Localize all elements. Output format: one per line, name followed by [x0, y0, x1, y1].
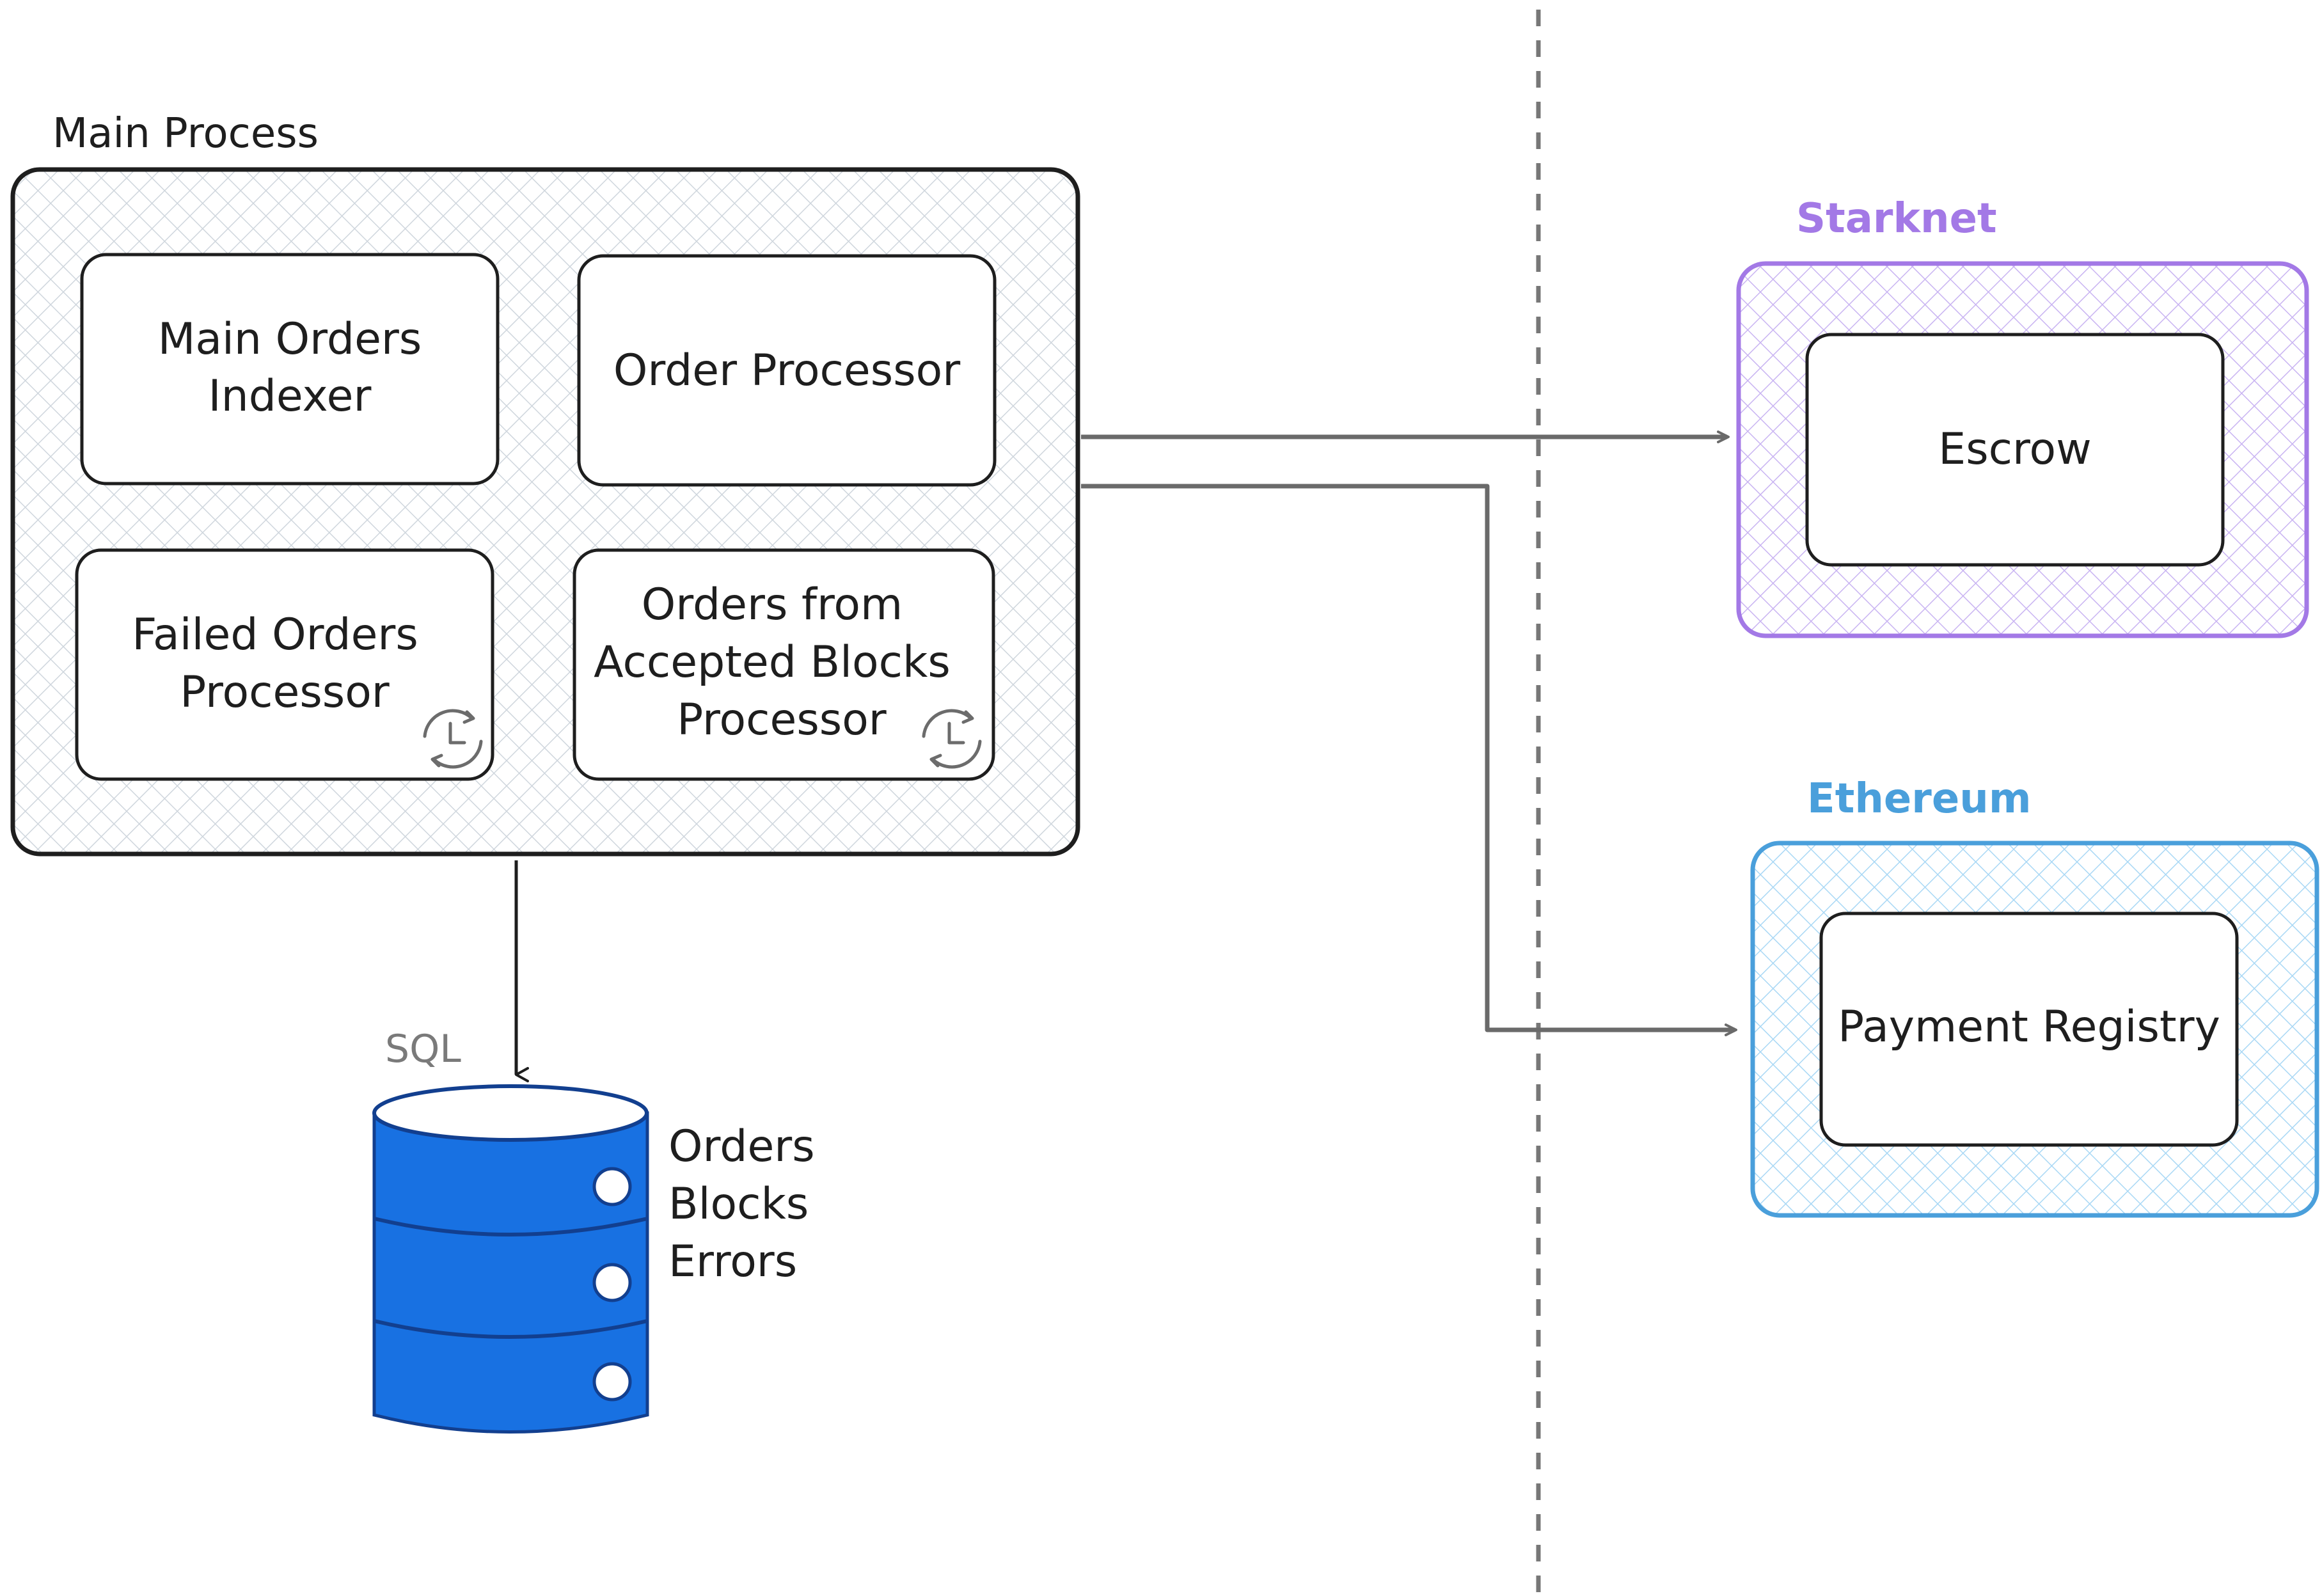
svg-text:Orders from: Orders from [642, 580, 903, 630]
svg-text:Main Orders: Main Orders [158, 314, 422, 365]
clock-refresh-icon [423, 709, 483, 769]
ethereum-title: Ethereum [1807, 775, 2032, 823]
svg-text:Processor: Processor [180, 667, 390, 718]
main-process-title: Main Process [52, 110, 319, 157]
svg-text:Accepted Blocks: Accepted Blocks [594, 637, 951, 688]
database-icon [372, 1084, 649, 1434]
failed-orders-processor-box: Failed Orders Processor [75, 548, 494, 781]
svg-text:Escrow: Escrow [1938, 424, 2091, 475]
db-table-blocks: Blocks [668, 1179, 809, 1229]
arrow-to-payment-registry [1081, 484, 1737, 1036]
db-table-errors: Errors [668, 1237, 797, 1287]
clock-refresh-icon [922, 709, 982, 769]
escrow-box: Escrow [1805, 333, 2225, 567]
svg-text:Indexer: Indexer [209, 371, 372, 422]
svg-text:Payment Registry: Payment Registry [1838, 1002, 2220, 1052]
svg-text:Order Processor: Order Processor [613, 345, 960, 396]
accepted-blocks-processor-box: Orders from Accepted Blocks Processor [573, 548, 995, 781]
starknet-title: Starknet [1796, 195, 1997, 242]
payment-registry-box: Payment Registry [1819, 912, 2239, 1147]
db-table-orders: Orders [668, 1121, 815, 1172]
order-processor-box: Order Processor [577, 254, 997, 487]
svg-text:Processor: Processor [677, 695, 887, 745]
sql-label: SQL [385, 1027, 461, 1071]
main-orders-indexer-box: Main Orders Indexer [80, 253, 500, 486]
svg-text:Failed Orders: Failed Orders [132, 610, 418, 660]
